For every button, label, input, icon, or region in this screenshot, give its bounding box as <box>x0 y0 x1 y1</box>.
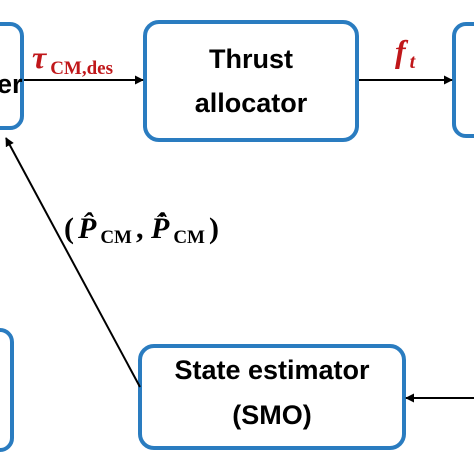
controller-block-label: er <box>0 69 23 99</box>
estimate-open-paren: ( <box>64 212 74 245</box>
estimate-p-hat-subscript: CM <box>100 227 132 248</box>
thrust-allocator-label-line2: allocator <box>195 88 308 118</box>
estimate-p-dot-hat: P̂̇ <box>150 212 170 245</box>
plant-block-border <box>452 22 474 138</box>
estimate-close-paren: ) <box>209 212 219 245</box>
force-symbol: f <box>395 33 409 69</box>
thrust-allocator-block: Thrust allocator <box>143 20 359 142</box>
state-estimator-block-border <box>138 344 406 450</box>
controller-block: er <box>0 22 24 130</box>
thrust-allocator-block-border <box>143 20 359 142</box>
signal-label-state-estimate: ( P̂ CM , P̂̇ CM ) <box>64 212 219 248</box>
signal-label-thrust-force: f t <box>395 33 417 73</box>
torque-subscript: CM,des <box>50 58 113 79</box>
sensor-block <box>0 328 14 452</box>
controller-block-border <box>0 22 24 130</box>
estimate-separator: , <box>136 212 151 245</box>
torque-symbol: τ <box>32 39 48 75</box>
thrust-allocator-label-line1: Thrust <box>209 44 293 74</box>
signal-label-torque-command: τ CM,des <box>32 39 113 79</box>
estimate-p-hat: P̂ <box>77 212 97 245</box>
arrow-estimator-feedback-to-controller <box>5 137 141 388</box>
estimate-p-dot-hat-subscript: CM <box>173 227 205 248</box>
state-estimator-label-line1: State estimator <box>174 355 370 385</box>
state-estimator-label-line2: (SMO) <box>232 400 311 430</box>
plant-block <box>452 22 474 138</box>
sensor-block-border <box>0 328 14 452</box>
force-subscript: t <box>410 51 417 73</box>
state-estimator-block: State estimator (SMO) <box>138 344 406 450</box>
